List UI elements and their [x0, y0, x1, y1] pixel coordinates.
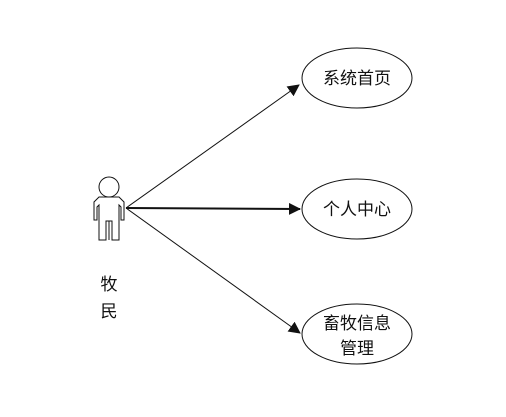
use-case-label-line2: 管理 — [340, 339, 374, 359]
use-case-personal-center: 个人中心 — [301, 178, 413, 240]
actor-label-line2: 民 — [101, 302, 118, 322]
relation-to-uc3 — [125, 207, 301, 334]
relation-to-uc1 — [125, 84, 300, 209]
actor-head — [98, 176, 120, 198]
actor-body — [93, 196, 125, 241]
use-case-label: 个人中心 — [323, 200, 391, 220]
use-case-label-line1: 畜牧信息 — [323, 314, 391, 334]
use-case-livestock-management: 畜牧信息 管理 — [301, 303, 413, 365]
use-case-system-home: 系统首页 — [301, 47, 413, 109]
actor-label-line1: 牧 — [101, 275, 118, 295]
relation-to-uc2 — [125, 202, 301, 215]
use-case-ellipse — [301, 303, 413, 365]
use-case-ellipse — [301, 47, 413, 109]
use-case-ellipse — [301, 178, 413, 240]
actor — [93, 176, 125, 241]
use-case-label: 系统首页 — [323, 69, 391, 89]
